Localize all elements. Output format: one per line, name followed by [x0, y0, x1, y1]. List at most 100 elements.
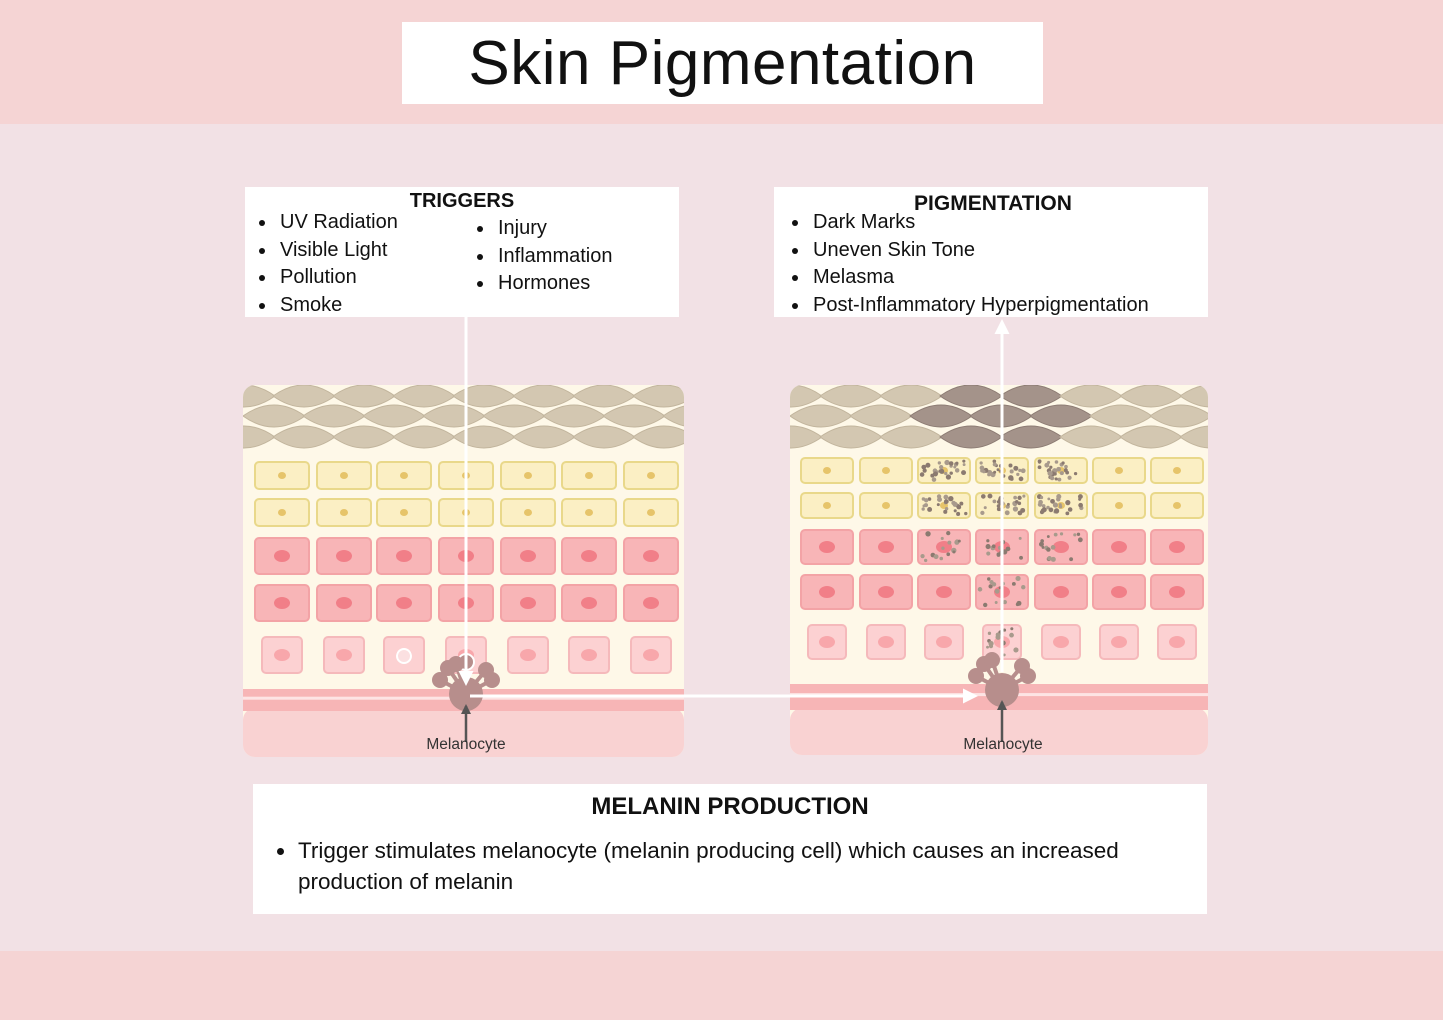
melanin-granule — [1016, 472, 1020, 477]
melanin-granule — [980, 510, 985, 516]
melanin-granule — [989, 579, 994, 585]
cell-nucleus — [878, 541, 894, 553]
cell-nucleus — [882, 467, 890, 474]
melanin-granule — [1017, 510, 1023, 516]
cell-nucleus — [936, 636, 952, 648]
melanin-granule — [944, 507, 949, 511]
melanin-granule — [961, 470, 967, 476]
melanin-granule — [992, 499, 997, 504]
melanin-granule — [983, 506, 987, 510]
melanin-granule — [995, 632, 1001, 637]
melanin-granule — [1078, 502, 1083, 508]
cell-nucleus — [1115, 502, 1123, 509]
cell-nucleus — [819, 541, 835, 553]
triggers-list-secondary: Injury Inflammation Hormones — [463, 215, 613, 298]
melanin-granule — [962, 463, 966, 467]
melanin-granule — [1002, 600, 1007, 605]
melanin-granule — [1004, 510, 1010, 516]
melanin-granule — [1054, 477, 1058, 481]
list-item: Hormones — [463, 270, 613, 298]
melanin-granule — [1058, 505, 1063, 509]
melanin-granule — [944, 459, 950, 466]
dendrite-tip — [432, 672, 448, 688]
melanin-granule — [996, 468, 1000, 472]
cell-nucleus — [278, 509, 286, 516]
melanin-granule — [1018, 536, 1022, 540]
melanocyte-body — [449, 677, 483, 711]
melanin-granule — [980, 494, 986, 499]
cell-nucleus — [274, 550, 290, 562]
cell-nucleus — [1053, 636, 1069, 648]
melanin-granule — [993, 470, 997, 474]
melanin-granule — [1067, 475, 1072, 480]
melanin-granule — [964, 511, 968, 516]
cell-nucleus — [643, 649, 659, 661]
melanin-granule — [923, 498, 929, 503]
melanin-granule — [1065, 511, 1070, 516]
cell-nucleus — [1115, 467, 1123, 474]
melanin-granule — [996, 553, 1001, 557]
melanin-granule — [1037, 465, 1042, 470]
melanin-granule — [988, 584, 993, 589]
melanin-granule — [943, 509, 948, 514]
melanin-granule — [937, 497, 942, 503]
melanin-granule — [1048, 507, 1054, 513]
melanin-granule — [953, 509, 957, 513]
list-item: Inflammation — [463, 243, 613, 271]
dermis — [243, 708, 684, 757]
list-item: Dark Marks — [778, 209, 1149, 237]
melanin-granule — [1046, 535, 1050, 538]
melanocyte-label-left: Melanocyte — [426, 736, 505, 753]
melanin-granule — [1009, 632, 1014, 638]
cell-nucleus — [581, 550, 597, 562]
melanin-granule — [1049, 465, 1053, 469]
cell-nucleus — [396, 550, 412, 562]
melanin-granule — [938, 469, 942, 473]
melanin-granule — [1050, 498, 1055, 504]
melanin-granule — [936, 503, 940, 507]
melanin-granule — [1040, 539, 1044, 543]
list-item: Uneven Skin Tone — [778, 237, 1149, 265]
melanin-granule — [994, 588, 1000, 594]
melanin-granule — [944, 471, 948, 476]
melanin-granule — [946, 530, 951, 536]
cell-nucleus — [585, 509, 593, 516]
dendrite-tip — [478, 662, 494, 678]
melanin-granule — [987, 631, 992, 635]
keratin-flake — [1210, 405, 1272, 427]
melanin-granule — [1038, 541, 1044, 547]
cell-nucleus — [581, 649, 597, 661]
bottom-band — [0, 951, 1443, 1020]
cell-nucleus — [520, 597, 536, 609]
cell-nucleus — [1173, 502, 1181, 509]
pigmented-skin-cross-section — [790, 385, 1272, 755]
melanin-granule — [1047, 470, 1053, 476]
melanin-granule — [959, 501, 964, 506]
melanin-granule — [1056, 493, 1062, 500]
melanin-granule — [1021, 584, 1026, 590]
triggers-card: TRIGGERS UV Radiation Visible Light Poll… — [245, 187, 679, 317]
keratin-flake — [632, 425, 684, 449]
melanin-granule — [1046, 505, 1050, 510]
melanin-granule — [992, 462, 997, 467]
melanin-granule — [1046, 547, 1051, 552]
melanin-granule — [994, 601, 998, 604]
cell-nucleus — [1053, 541, 1069, 553]
keratin-flake — [1149, 404, 1208, 428]
melanin-granule — [1064, 464, 1068, 469]
cell-nucleus — [1169, 636, 1185, 648]
melanin-granule — [923, 558, 928, 563]
dendrite-tip — [448, 656, 464, 672]
melanin-vesicle — [396, 648, 412, 664]
melanin-granule — [1015, 602, 1020, 607]
melanin-granule — [1011, 581, 1016, 586]
cell-nucleus — [274, 597, 290, 609]
melanin-granule — [1038, 499, 1043, 505]
melanin-granule — [1018, 468, 1022, 473]
melanin-granule — [1039, 495, 1044, 500]
cell-nucleus — [274, 649, 290, 661]
melanin-granule — [1022, 494, 1026, 498]
melanin-granule — [983, 602, 988, 608]
melanin-granule — [927, 497, 932, 501]
